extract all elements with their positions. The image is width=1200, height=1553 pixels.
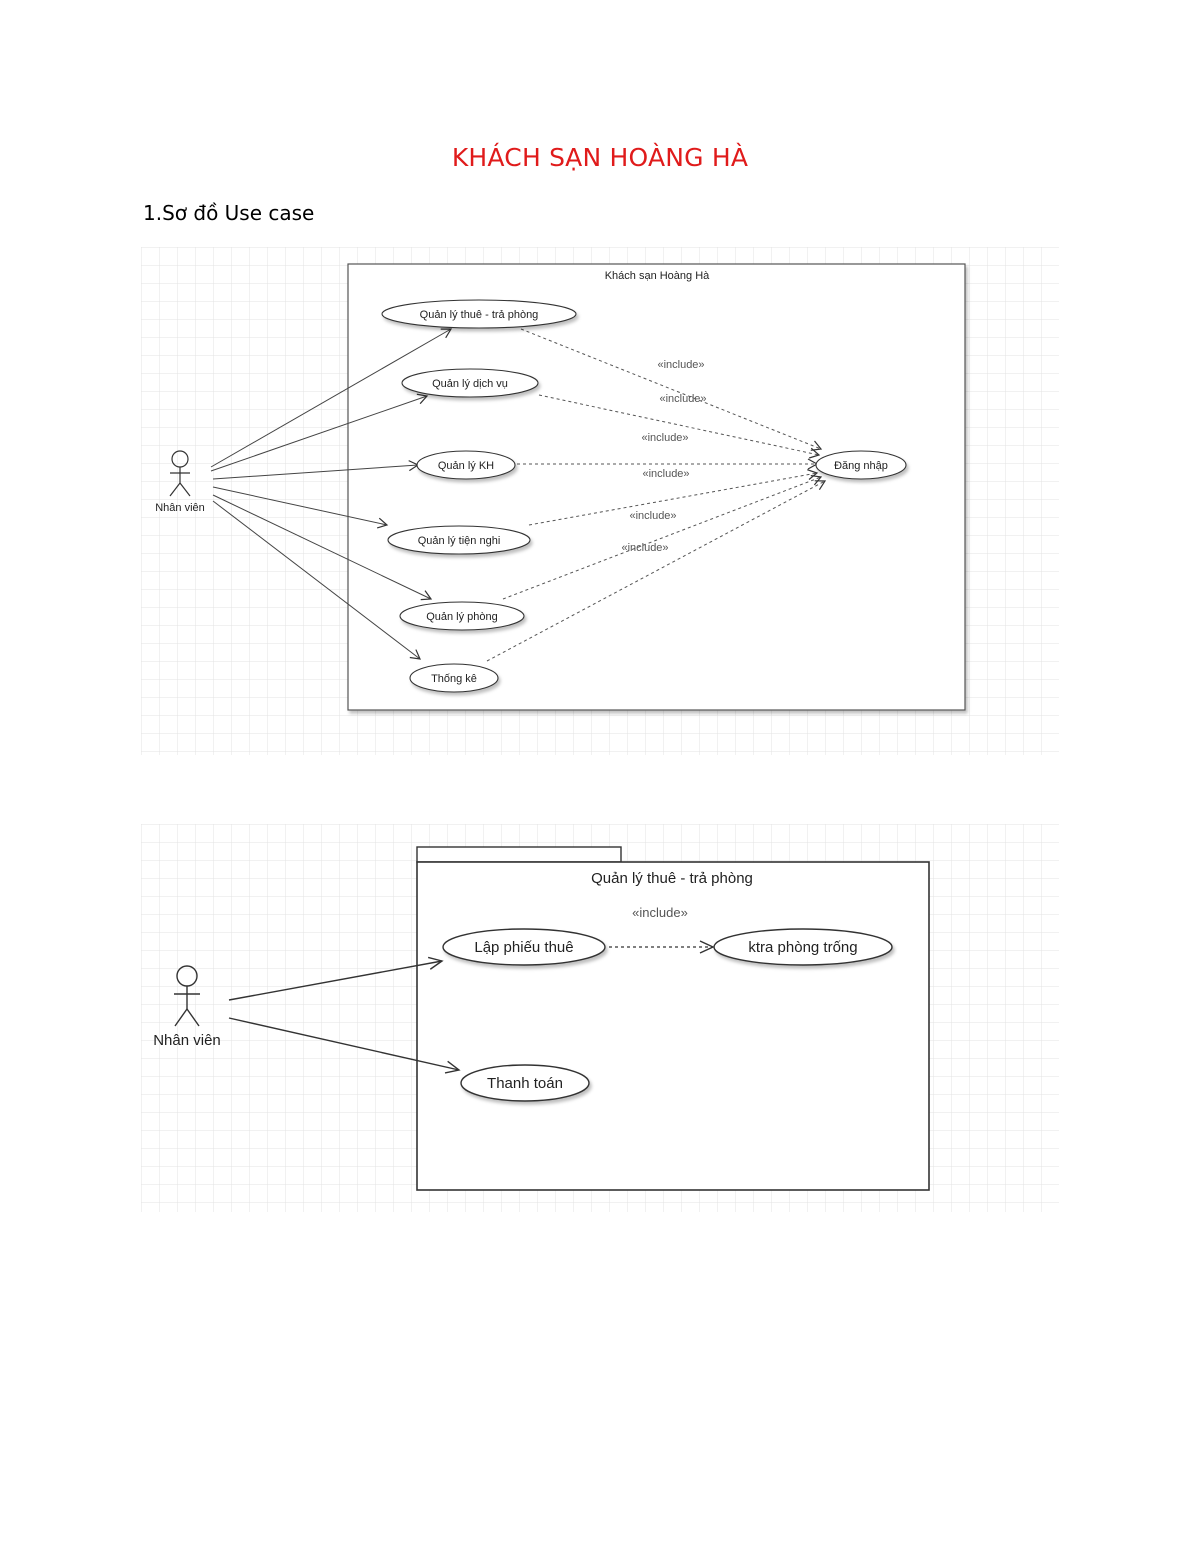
include-label: «include» (632, 905, 688, 920)
include-label: «include» (642, 468, 689, 480)
diagram-2-canvas: Quản lý thuê - trả phòng Nhân viên «incl… (141, 824, 1059, 1212)
association-line (212, 460, 420, 480)
use-cases (381, 299, 907, 693)
use-case-label: Thanh toán (487, 1075, 563, 1092)
system-boundary (347, 263, 966, 711)
use-case-oval (713, 928, 893, 966)
section-heading: 1.Sơ đồ Use case (143, 201, 315, 225)
use-case-oval (399, 601, 525, 631)
use-case-label: Quản lý KH (438, 460, 494, 472)
use-case-oval (460, 1064, 590, 1102)
associations (210, 328, 453, 660)
associations (228, 956, 461, 1074)
use-case-diagram-main: Khách sạn Hoàng Hà Nhân viên (141, 247, 1059, 755)
association-line (212, 500, 421, 660)
use-case-diagram-rental: Quản lý thuê - trả phòng Nhân viên «incl… (141, 824, 1059, 1212)
package-title: Quản lý thuê - trả phòng (591, 870, 753, 887)
include-label: «include» (621, 542, 668, 554)
association-line (210, 393, 429, 472)
use-case-oval (442, 928, 606, 966)
use-cases (442, 928, 893, 1102)
use-case-label: Quản lý dịch vụ (432, 378, 508, 390)
system-title: Khách sạn Hoàng Hà (605, 270, 710, 282)
association-line (228, 956, 444, 1001)
use-case-label: Thống kê (431, 673, 477, 685)
association-line (228, 1017, 461, 1074)
include-label: «include» (629, 510, 676, 522)
include-line (502, 474, 823, 600)
association-line (212, 494, 433, 601)
use-case-label-login: Đăng nhập (834, 460, 888, 472)
use-case-label: ktra phòng trống (748, 939, 857, 956)
use-case-label: Quản lý thuê - trả phòng (420, 309, 539, 321)
use-case-label: Lập phiếu thuê (474, 939, 573, 956)
use-case-oval (409, 663, 499, 693)
include-label: «include» (641, 432, 688, 444)
package-boundary (416, 861, 930, 1191)
use-case-oval (416, 450, 516, 480)
association-line (210, 328, 453, 468)
package-tab (416, 846, 622, 863)
actor-icon (174, 965, 200, 1027)
association-line (212, 486, 389, 529)
use-case-oval-login (815, 450, 907, 480)
use-case-oval (387, 525, 531, 555)
actor-icon (169, 450, 191, 497)
use-case-oval (381, 299, 577, 329)
use-case-label: Quản lý phòng (426, 611, 498, 623)
use-case-label: Quản lý tiện nghi (418, 535, 501, 547)
include-line (528, 469, 819, 526)
diagram-1-canvas: Khách sạn Hoàng Hà Nhân viên (141, 247, 1059, 755)
use-case-oval (401, 368, 539, 398)
include-label: «include» (659, 393, 706, 405)
include-line (486, 480, 827, 662)
actor-label: Nhân viên (155, 502, 205, 514)
actor-label: Nhân viên (153, 1032, 221, 1049)
include-label: «include» (657, 359, 704, 371)
include-relations (486, 328, 827, 662)
document-title: KHÁCH SẠN HOÀNG HÀ (451, 143, 749, 172)
